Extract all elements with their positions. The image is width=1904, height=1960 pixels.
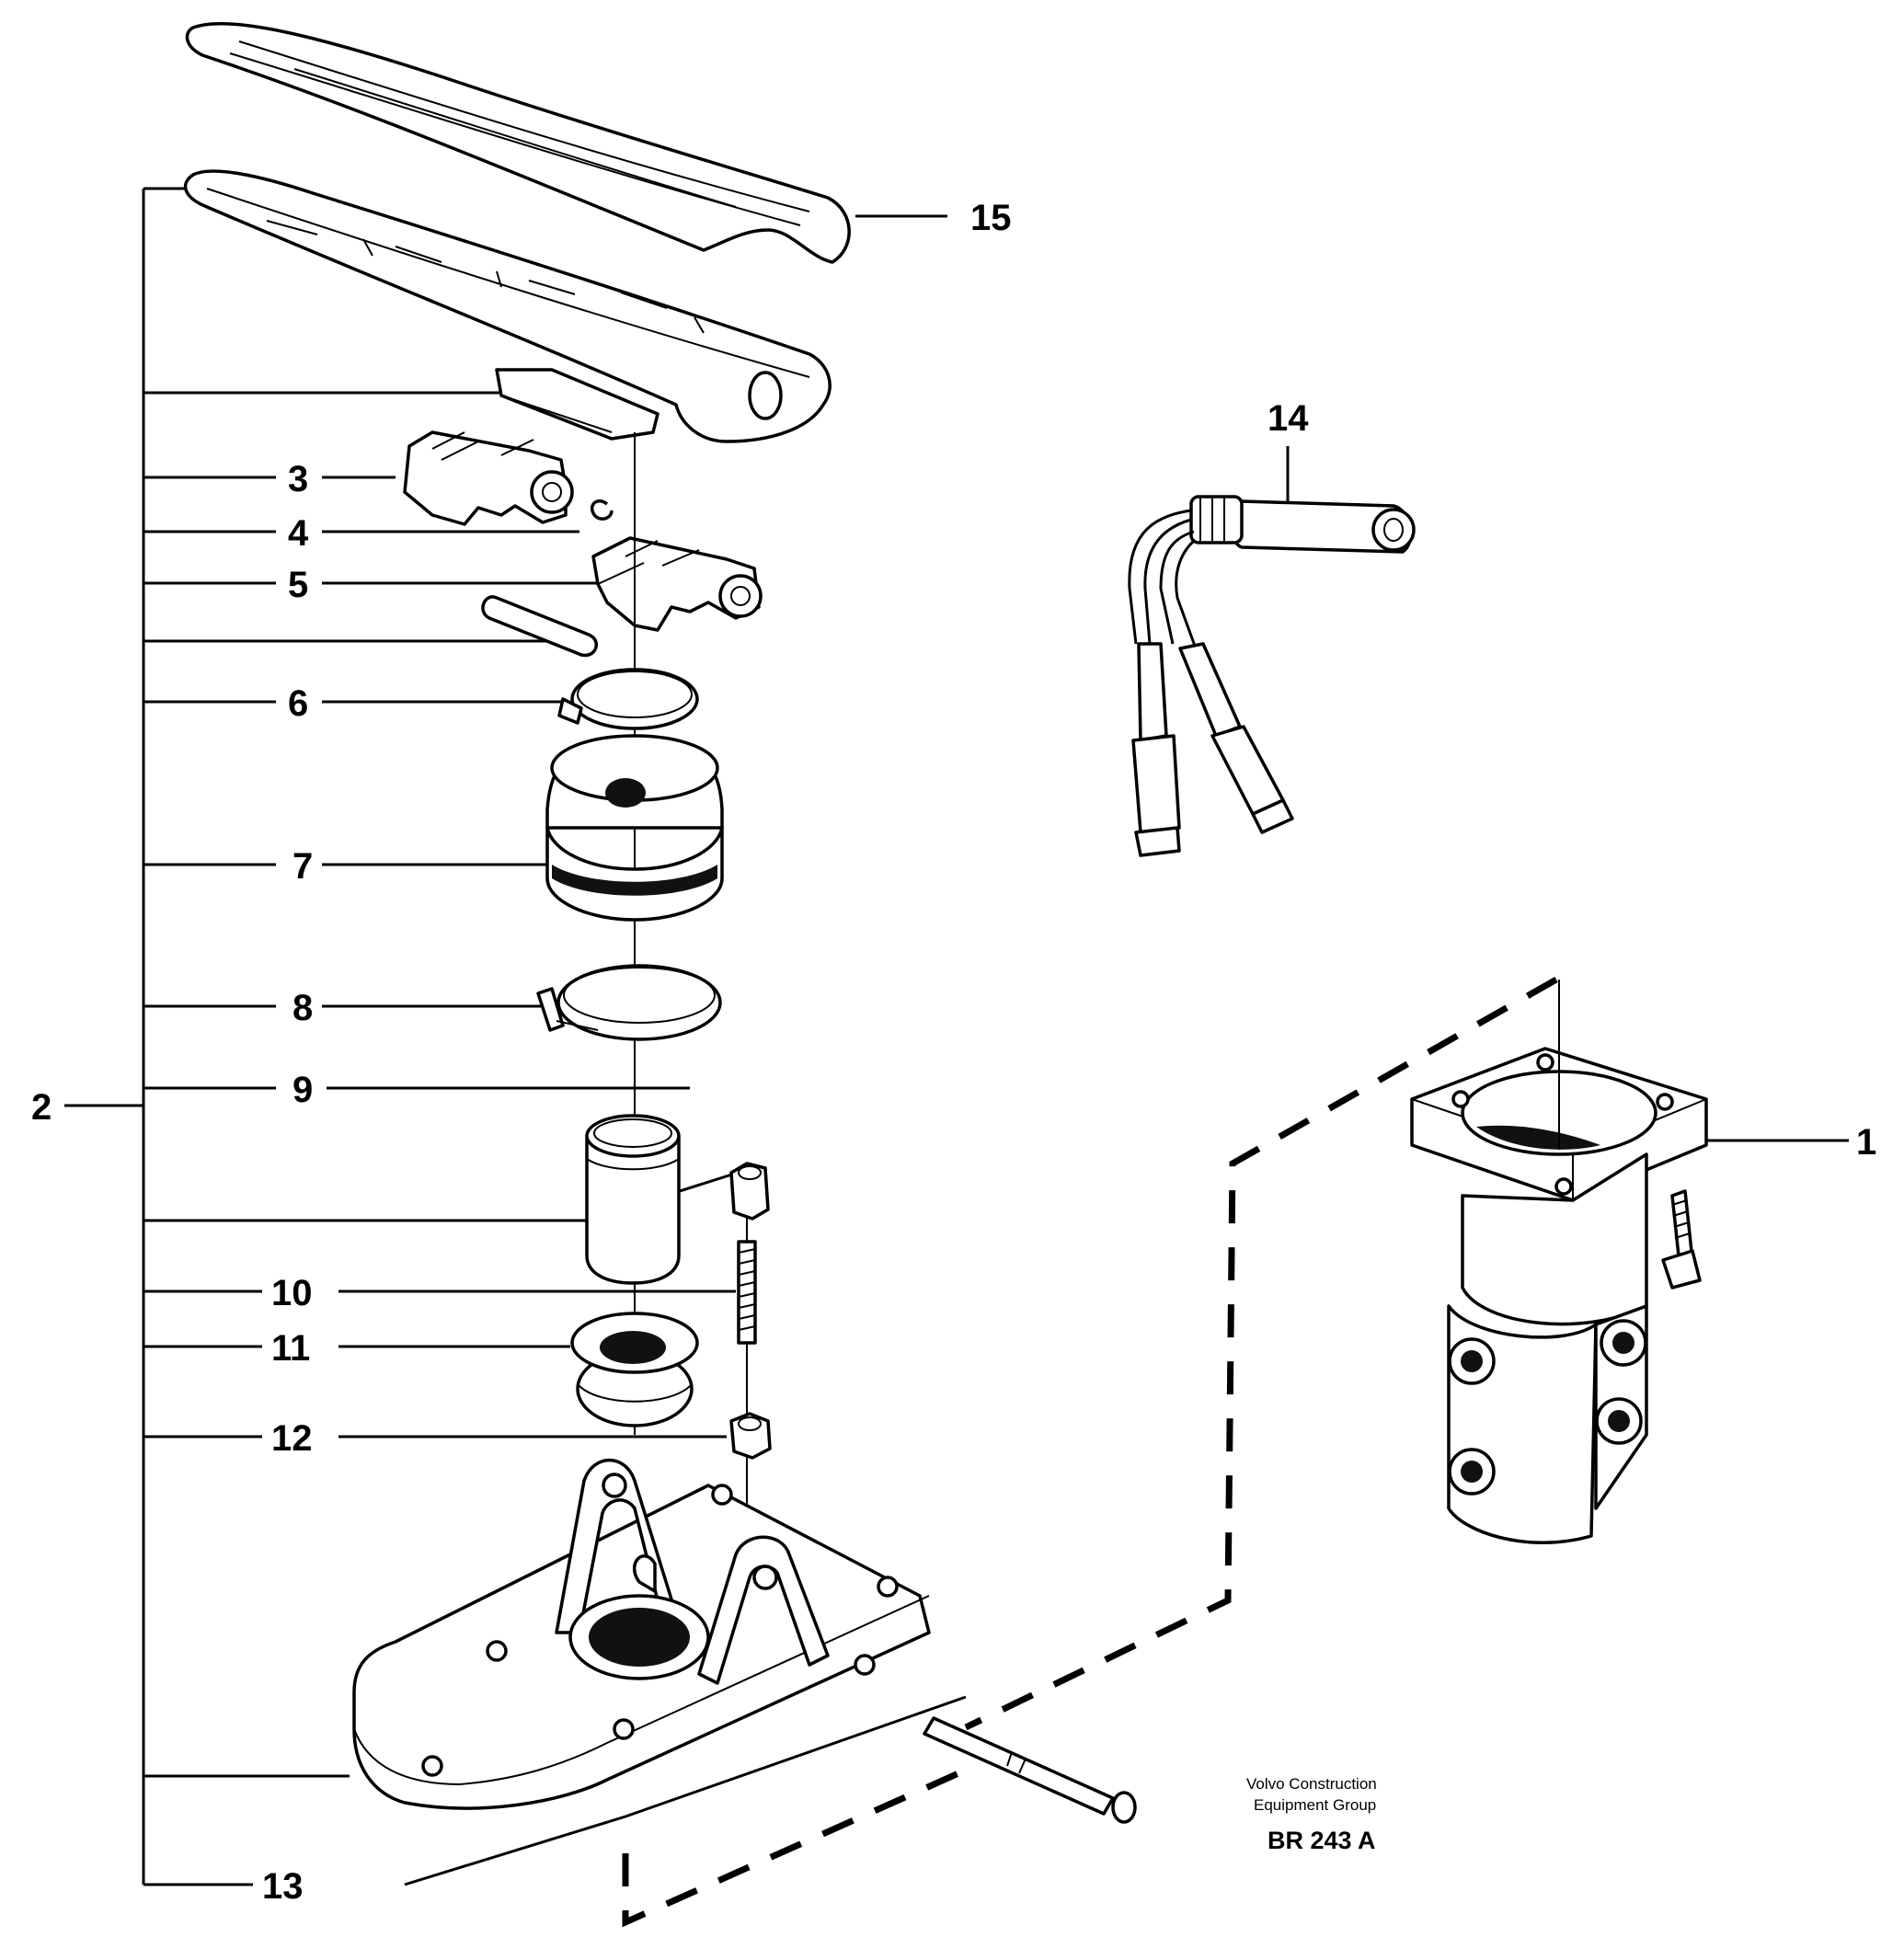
dashed-connection: [622, 976, 1558, 1928]
callout-4: 4: [288, 513, 309, 554]
callout-9: 9: [292, 1070, 313, 1110]
figure-credit: Volvo Construction Equipment Group BR 24…: [1246, 1775, 1377, 1854]
hose-clamp-large: [536, 964, 722, 1041]
callout-8: 8: [292, 988, 313, 1028]
switch-block-upper: [403, 430, 614, 526]
plunger: [585, 1114, 681, 1285]
callout-1: 1: [1856, 1122, 1876, 1163]
hex-nut-lower: [729, 1412, 772, 1460]
figure-code: BR 243 A: [1267, 1827, 1376, 1854]
callout-13: 13: [262, 1866, 304, 1907]
callout-10: 10: [271, 1273, 313, 1313]
credit-line-2: Equipment Group: [1254, 1796, 1376, 1814]
callout-5: 5: [288, 565, 308, 605]
callout-14: 14: [1267, 398, 1309, 439]
sensor-with-cables: [1128, 495, 1416, 857]
rubber-bellows: [545, 734, 724, 922]
callout-12: 12: [271, 1418, 313, 1459]
callout-11: 11: [271, 1328, 310, 1369]
assembly-bracket: [64, 187, 967, 1886]
grip-cover: [185, 22, 947, 264]
credit-line-1: Volvo Construction: [1246, 1775, 1377, 1793]
callout-2: 2: [31, 1087, 52, 1128]
long-bolt: [923, 1716, 1137, 1824]
handle-pad: [495, 368, 660, 441]
callout-15: 15: [970, 198, 1012, 238]
brake-valve: [1410, 980, 1849, 1544]
switch-block-lower: [591, 536, 763, 632]
hex-nut-upper: [729, 1162, 770, 1221]
callout-3: 3: [288, 459, 308, 499]
hose-clamp-small: [557, 668, 699, 730]
seal-ring: [570, 1312, 699, 1427]
callout-7: 7: [292, 846, 313, 887]
lever-handle: [183, 169, 832, 443]
callout-labels: 1 2 3 4 5 6 7 8 9 10 11 12 13 14 15: [31, 198, 1876, 1907]
base-plate: [352, 1458, 931, 1810]
threaded-rod: [737, 1240, 757, 1345]
pin: [481, 595, 599, 658]
callout-6: 6: [288, 683, 308, 724]
